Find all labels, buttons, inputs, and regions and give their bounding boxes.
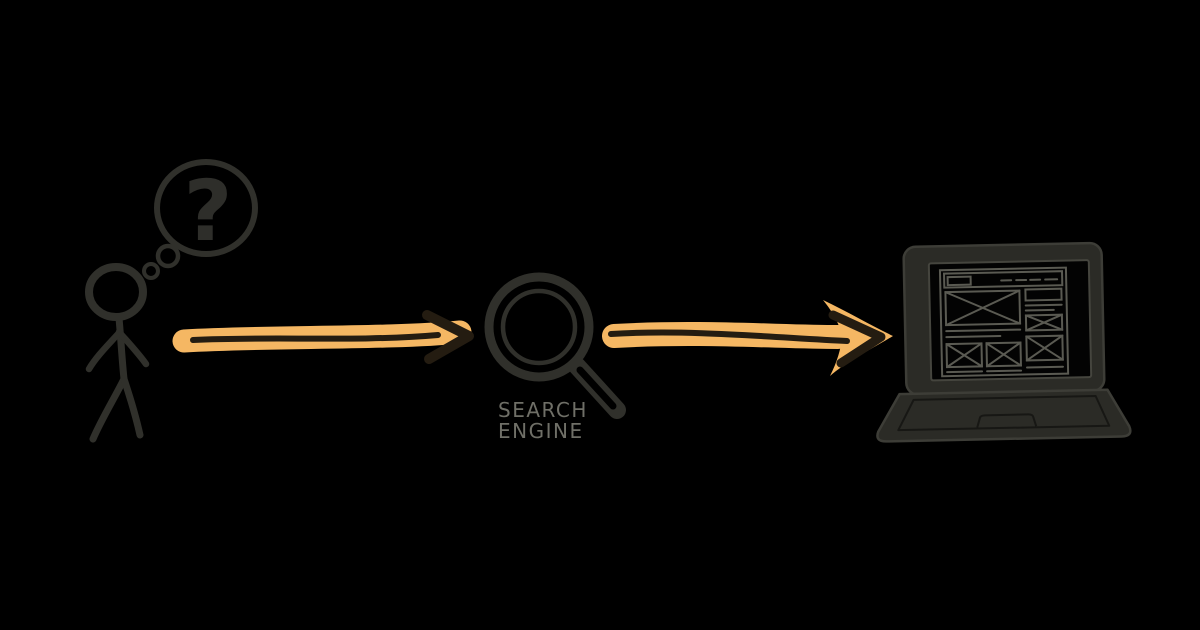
figure-left-arm (85, 330, 122, 373)
search-engine-label: SEARCH ENGINE (498, 398, 588, 443)
wireframe-hero-image-x (944, 289, 1022, 327)
question-mark: ? (184, 162, 233, 260)
wireframe-sidebar-box-1 (1024, 313, 1064, 332)
bubble-cloud (154, 159, 258, 257)
wireframe-header-bar (942, 270, 1064, 289)
wireframe-image-box-1 (945, 342, 983, 369)
lens-inner-ring (500, 288, 578, 366)
webpage-wireframe (938, 266, 1070, 378)
thought-bubble-icon: ? (142, 159, 258, 280)
wireframe-sidebar-box-1-x (1024, 313, 1064, 332)
wireframe-text-lines (945, 328, 1022, 339)
figure-left-leg (89, 375, 128, 443)
wireframe-caption-lines (946, 369, 1023, 374)
wireframe-sidebar-box-2 (1025, 334, 1064, 362)
search-engine-to-results-arrow (602, 300, 893, 376)
wireframe-sidebar-box-2-x (1025, 334, 1064, 362)
stick-figure-icon (85, 263, 150, 443)
search-engine-label-line1: SEARCH (498, 398, 588, 422)
wireframe-sidebar-caption-line (1025, 365, 1064, 369)
search-engine-label-line2: ENGINE (498, 419, 584, 443)
bubble-medium-circle (155, 243, 181, 269)
figure-right-arm (115, 328, 150, 368)
magnifier-handle-hollow (576, 366, 617, 410)
figure-head (85, 263, 147, 321)
wireframe-sidebar-lines (1024, 303, 1063, 312)
bubble-small-circle (142, 262, 160, 280)
wireframe-logo-box (946, 275, 972, 287)
wireframe-hero-image-box (944, 289, 1022, 327)
wireframe-image-box-2 (985, 341, 1022, 368)
wireframe-sidebar-bar (1024, 287, 1063, 302)
arrow1-head (422, 310, 474, 364)
arrow2-head (828, 310, 886, 368)
lens-outer-ring (484, 272, 594, 382)
magnifying-glass-icon (484, 272, 626, 419)
figure-body (115, 314, 128, 383)
laptop-keyboard-area (897, 395, 1111, 432)
wireframe-image-box-1-x (945, 342, 983, 369)
wireframe-page-border (938, 266, 1070, 378)
wireframe-image-box-2-x (985, 341, 1022, 368)
laptop-wireframe-icon (876, 241, 1132, 443)
user-to-search-engine-arrow (172, 310, 474, 364)
wireframe-nav-links (1000, 278, 1059, 282)
arrow2-line (608, 329, 850, 344)
laptop-trackpad-notch (976, 413, 1038, 428)
figure-right-leg (120, 375, 144, 439)
arrow1-line (190, 332, 441, 343)
